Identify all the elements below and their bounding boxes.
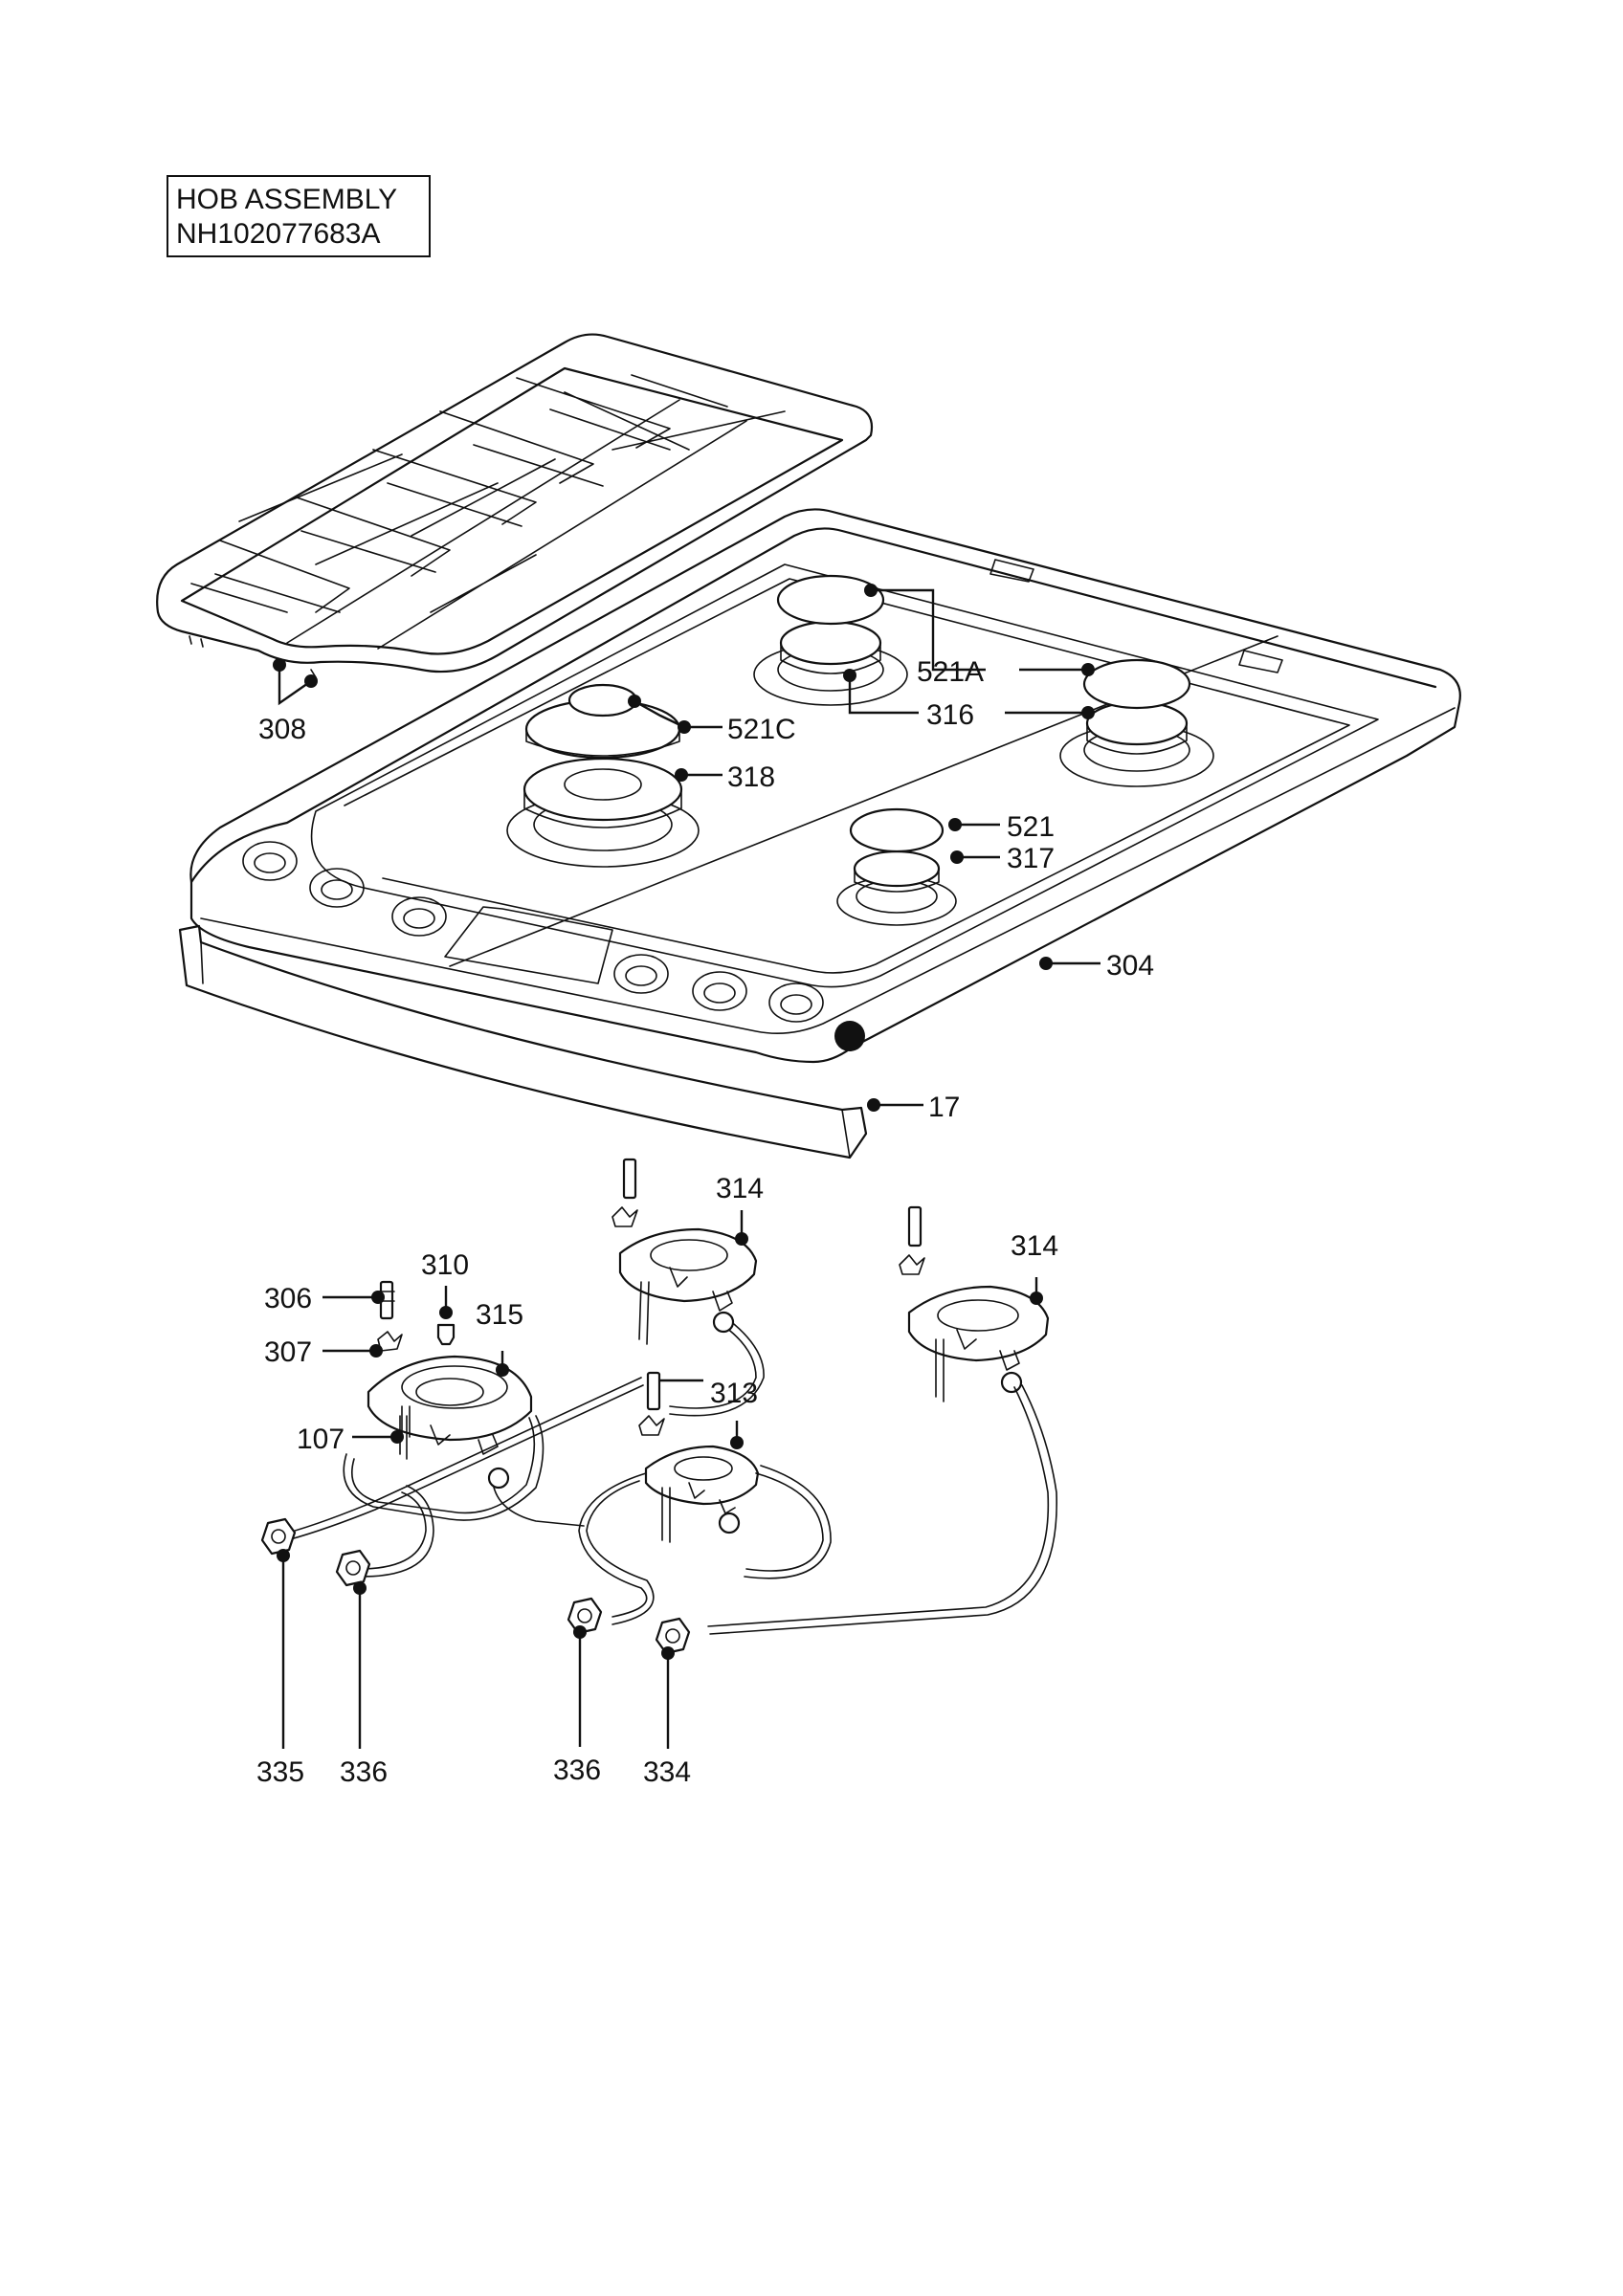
nut-334 [655, 1617, 691, 1655]
label-308: 308 [258, 714, 306, 745]
injector-310 [436, 1323, 456, 1346]
callout-labels: 308 521A 316 521C 318 521 317 304 17 314… [256, 656, 1154, 1788]
rear-center-burner-base [611, 1158, 765, 1417]
knob-seats [242, 841, 865, 1051]
nut-336-center [567, 1597, 603, 1635]
nut-335 [260, 1517, 297, 1556]
label-17: 17 [928, 1092, 960, 1123]
rear-right-burner [1059, 658, 1214, 787]
label-318: 318 [727, 762, 775, 793]
front-left-wok-burner [506, 683, 700, 868]
left-burner-base [343, 1355, 545, 1521]
front-right-small-burner [836, 807, 957, 926]
title-line-2: NH102077683A [176, 218, 381, 250]
label-521: 521 [1007, 811, 1055, 843]
label-521a: 521A [917, 656, 984, 688]
label-315: 315 [476, 1299, 523, 1331]
label-107: 107 [297, 1424, 345, 1455]
electrode-107 [401, 1405, 411, 1438]
label-306: 306 [264, 1283, 312, 1314]
nut-336-left [335, 1549, 371, 1587]
label-313: 313 [710, 1378, 758, 1409]
label-310: 310 [421, 1249, 469, 1281]
title-box: HOB ASSEMBLY NH102077683A [167, 175, 431, 257]
front-trim-panel [178, 924, 868, 1159]
leader-lines [273, 584, 1101, 1749]
label-335: 335 [256, 1756, 304, 1788]
label-334: 334 [643, 1756, 691, 1788]
label-317: 317 [1007, 843, 1055, 874]
label-316: 316 [926, 699, 974, 731]
pan-support-grid [156, 333, 874, 678]
rear-left-burner [753, 574, 908, 706]
label-336-left: 336 [340, 1756, 388, 1788]
label-314-rear: 314 [716, 1173, 764, 1204]
label-314-right: 314 [1011, 1230, 1058, 1262]
title-line-1: HOB ASSEMBLY [176, 184, 398, 215]
right-burner-base [707, 1205, 1057, 1635]
label-304: 304 [1106, 950, 1154, 982]
label-521c: 521C [727, 714, 796, 745]
hob-top-plate [189, 508, 1461, 1064]
pipe-fitting-small [487, 1467, 510, 1490]
label-336-center: 336 [553, 1755, 601, 1786]
small-burner-base [578, 1371, 832, 1625]
label-307: 307 [264, 1336, 312, 1368]
